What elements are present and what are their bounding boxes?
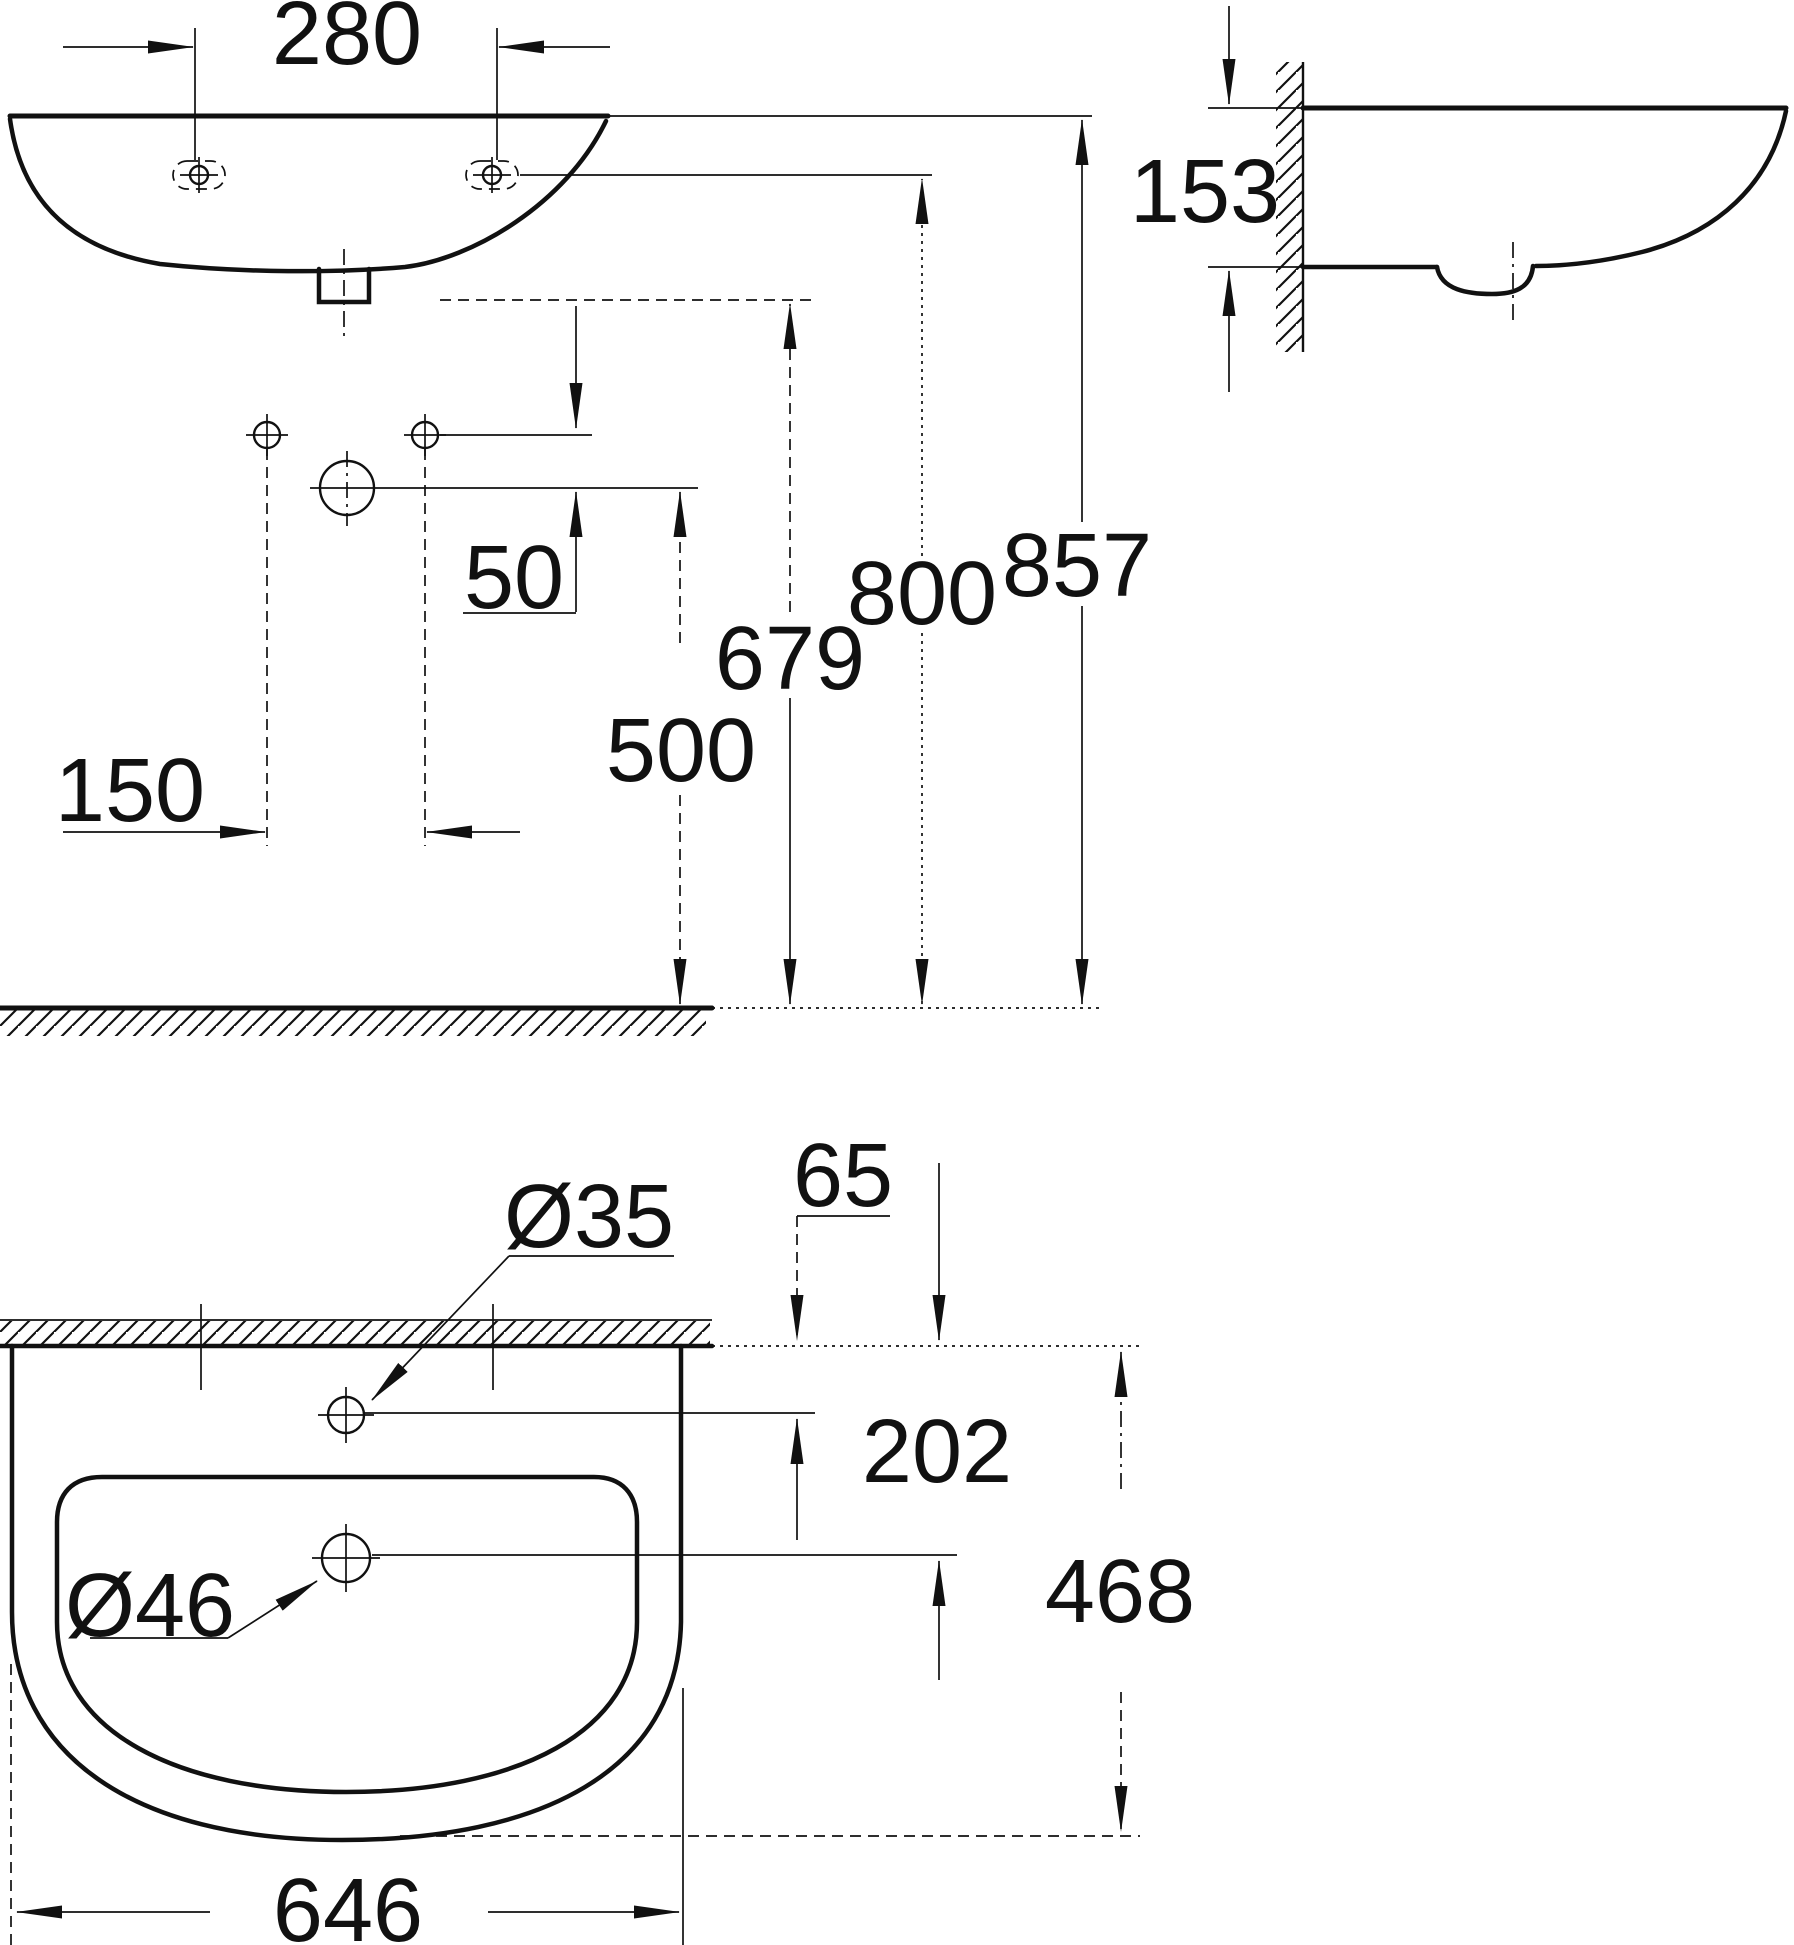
dim-679-label: 679: [715, 609, 865, 709]
wall-hatch: [0, 1321, 710, 1345]
dim-500-waste-height: 500: [606, 491, 756, 1005]
dim-50-label: 50: [464, 528, 564, 628]
plan-waste-hole: [312, 1524, 380, 1592]
wall-hatch: [1276, 62, 1303, 352]
front-fixing-hole-right: [404, 414, 446, 456]
dim-468-label: 468: [1045, 1542, 1195, 1642]
plan-bowl-outline: [54, 1474, 640, 1795]
dim-280-tap-spacing: 280: [63, 0, 610, 160]
tap-hole-crosshair: [180, 157, 218, 193]
front-view: 280 50 150: [0, 0, 1152, 1036]
tap-hole-crosshair: [473, 157, 511, 193]
dim-50-offset: 50: [463, 306, 583, 628]
dim-646-label: 646: [273, 1861, 423, 1945]
side-basin-front-curve: [1533, 108, 1789, 269]
floor-hatch: [0, 1010, 706, 1036]
dim-500-label: 500: [606, 701, 756, 801]
front-basin-outline: [7, 116, 609, 274]
leader-arrow: [227, 1580, 318, 1639]
dim-153-label: 153: [1130, 142, 1280, 242]
dim-153-basin-depth: 153: [1130, 6, 1303, 392]
dim-280-label: 280: [272, 0, 422, 84]
dim-857-rim-height: 857: [1002, 119, 1152, 1005]
dim-65-tap-to-wall: 65: [790, 1126, 893, 1540]
callout-dia46: Ø46: [65, 1556, 318, 1656]
front-tap-hole-right: [465, 157, 519, 193]
leader-arrow: [371, 1255, 510, 1401]
dim-800-tap-height: 800: [847, 178, 997, 1005]
dia-35-label: Ø35: [504, 1167, 674, 1267]
side-view: 153: [1130, 6, 1789, 392]
floor: [0, 1005, 1100, 1036]
front-tap-hole-left: [172, 157, 226, 193]
plan-tap-hole: [318, 1387, 374, 1443]
tap-hole-crosshair: [318, 1387, 374, 1443]
side-drain-pocket: [1434, 263, 1536, 297]
plan-view: Ø35 Ø46 65 202: [0, 1126, 1195, 1945]
dim-646-width: 646: [10, 1664, 684, 1945]
waste-hole-crosshair: [312, 1524, 380, 1592]
plan-basin-outline: [9, 1343, 684, 1843]
dim-202-label: 202: [862, 1402, 1012, 1502]
dim-679-underside-height: 679: [715, 303, 865, 1005]
plan-wall: [0, 1304, 1140, 1390]
dim-65-label: 65: [793, 1126, 893, 1226]
dim-150-fixing-spacing: 150: [55, 449, 520, 846]
dim-468-projection: 468: [400, 1351, 1195, 1837]
dia-46-label: Ø46: [65, 1556, 235, 1656]
callout-dia35: Ø35: [371, 1167, 674, 1401]
dim-202-waste-to-wall: 202: [862, 1163, 1012, 1680]
dim-150-label: 150: [55, 741, 205, 841]
dim-857-label: 857: [1002, 516, 1152, 616]
dim-800-label: 800: [847, 544, 997, 644]
